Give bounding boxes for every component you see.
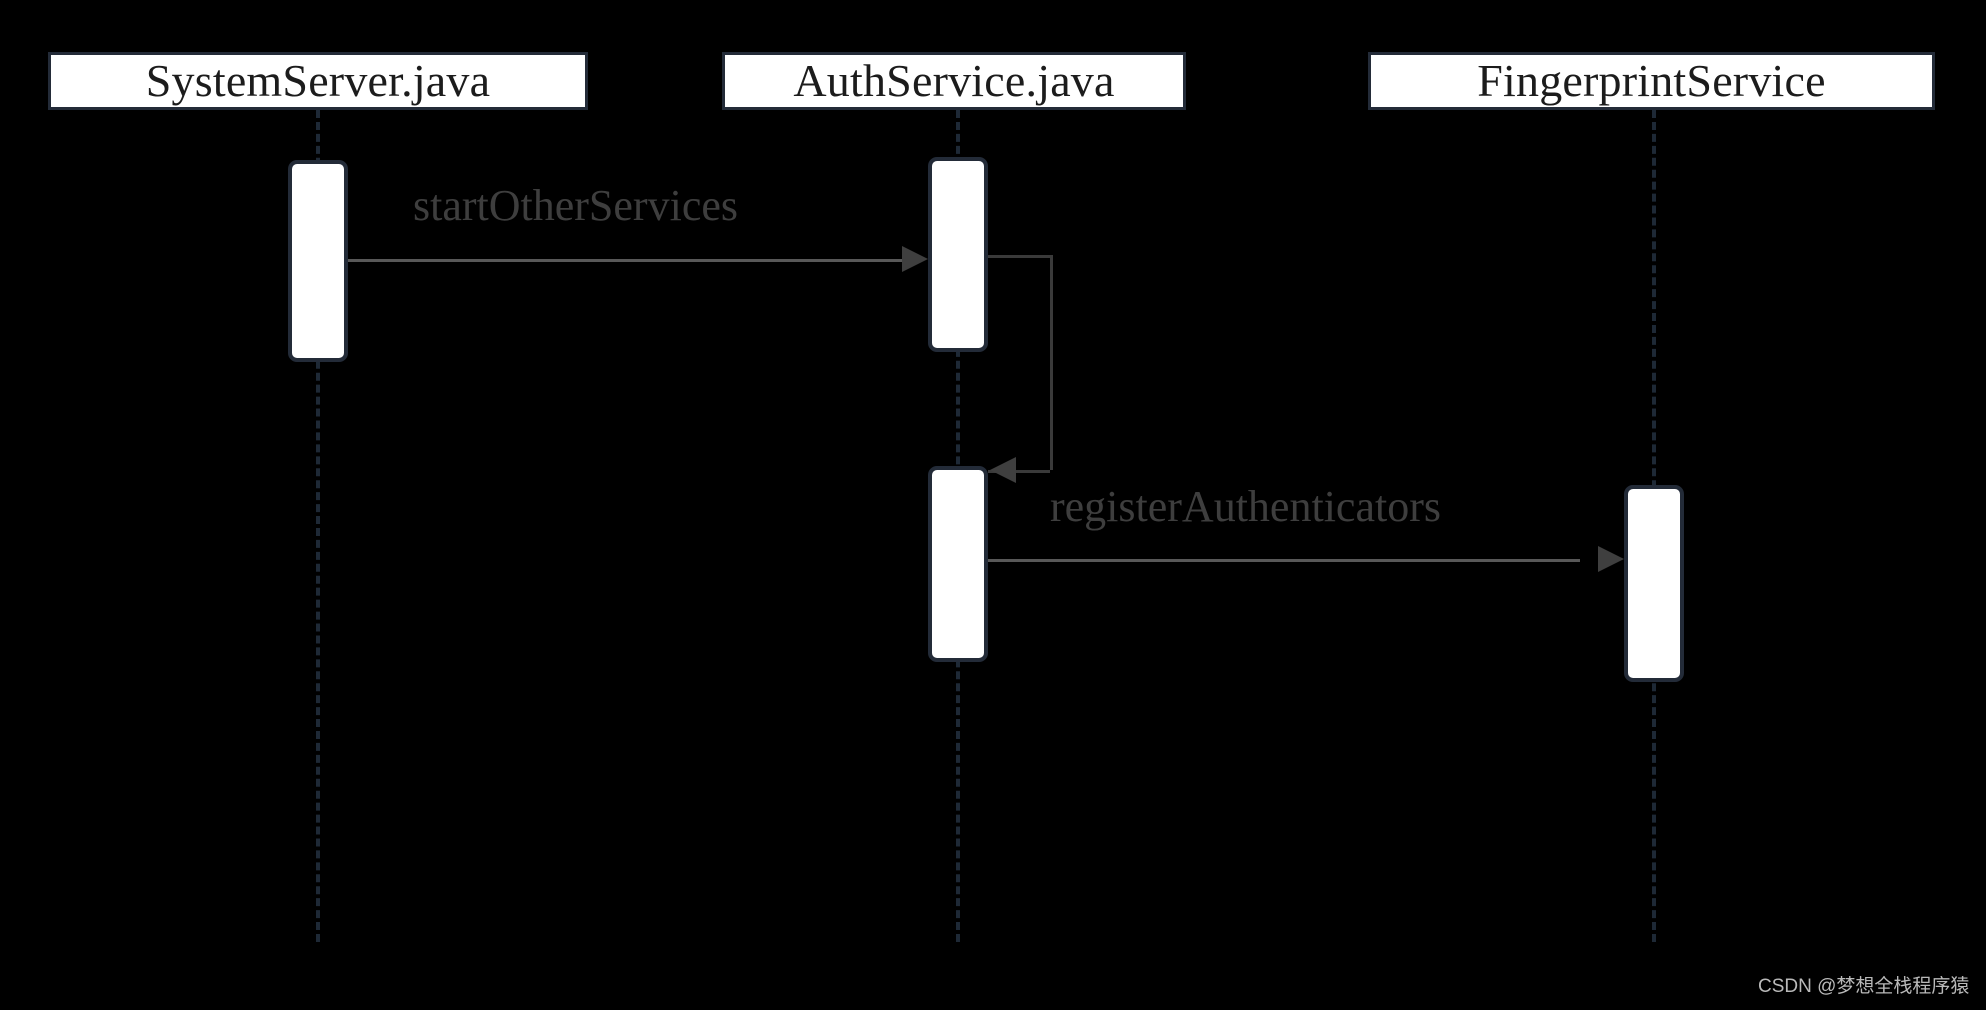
activation-bar-system-server-1 (288, 160, 348, 362)
self-message-bottom-segment (988, 470, 1050, 473)
message-label-msg-start-other-services: startOtherServices (413, 181, 738, 230)
arrowhead-msg-start-other-services (902, 246, 928, 272)
arrowhead-msg-register-authenticators (1598, 546, 1624, 572)
participant-box-fingerprint-service[interactable]: FingerprintService (1368, 52, 1935, 110)
participant-label-fingerprint-service: FingerprintService (1477, 55, 1826, 106)
participant-label-system-server: SystemServer.java (145, 55, 491, 106)
lifeline-system-server (316, 110, 320, 942)
message-line-msg-start-other-services (348, 259, 904, 262)
participant-label-auth-service: AuthService.java (793, 55, 1115, 106)
message-label-msg-register-authenticators: registerAuthenticators (1050, 482, 1441, 531)
participant-box-system-server[interactable]: SystemServer.java (48, 52, 588, 110)
watermark: CSDN @梦想全栈程序猿 (1758, 976, 1970, 997)
activation-bar-auth-service-2 (928, 466, 988, 662)
activation-bar-auth-service-1 (928, 157, 988, 352)
self-message-right-segment (1050, 255, 1053, 470)
message-line-msg-register-authenticators (988, 559, 1580, 562)
self-message-arrowhead (990, 457, 1016, 483)
participant-box-auth-service[interactable]: AuthService.java (722, 52, 1186, 110)
activation-bar-fingerprint-service-1 (1624, 485, 1684, 682)
self-message-top-segment (988, 255, 1050, 258)
